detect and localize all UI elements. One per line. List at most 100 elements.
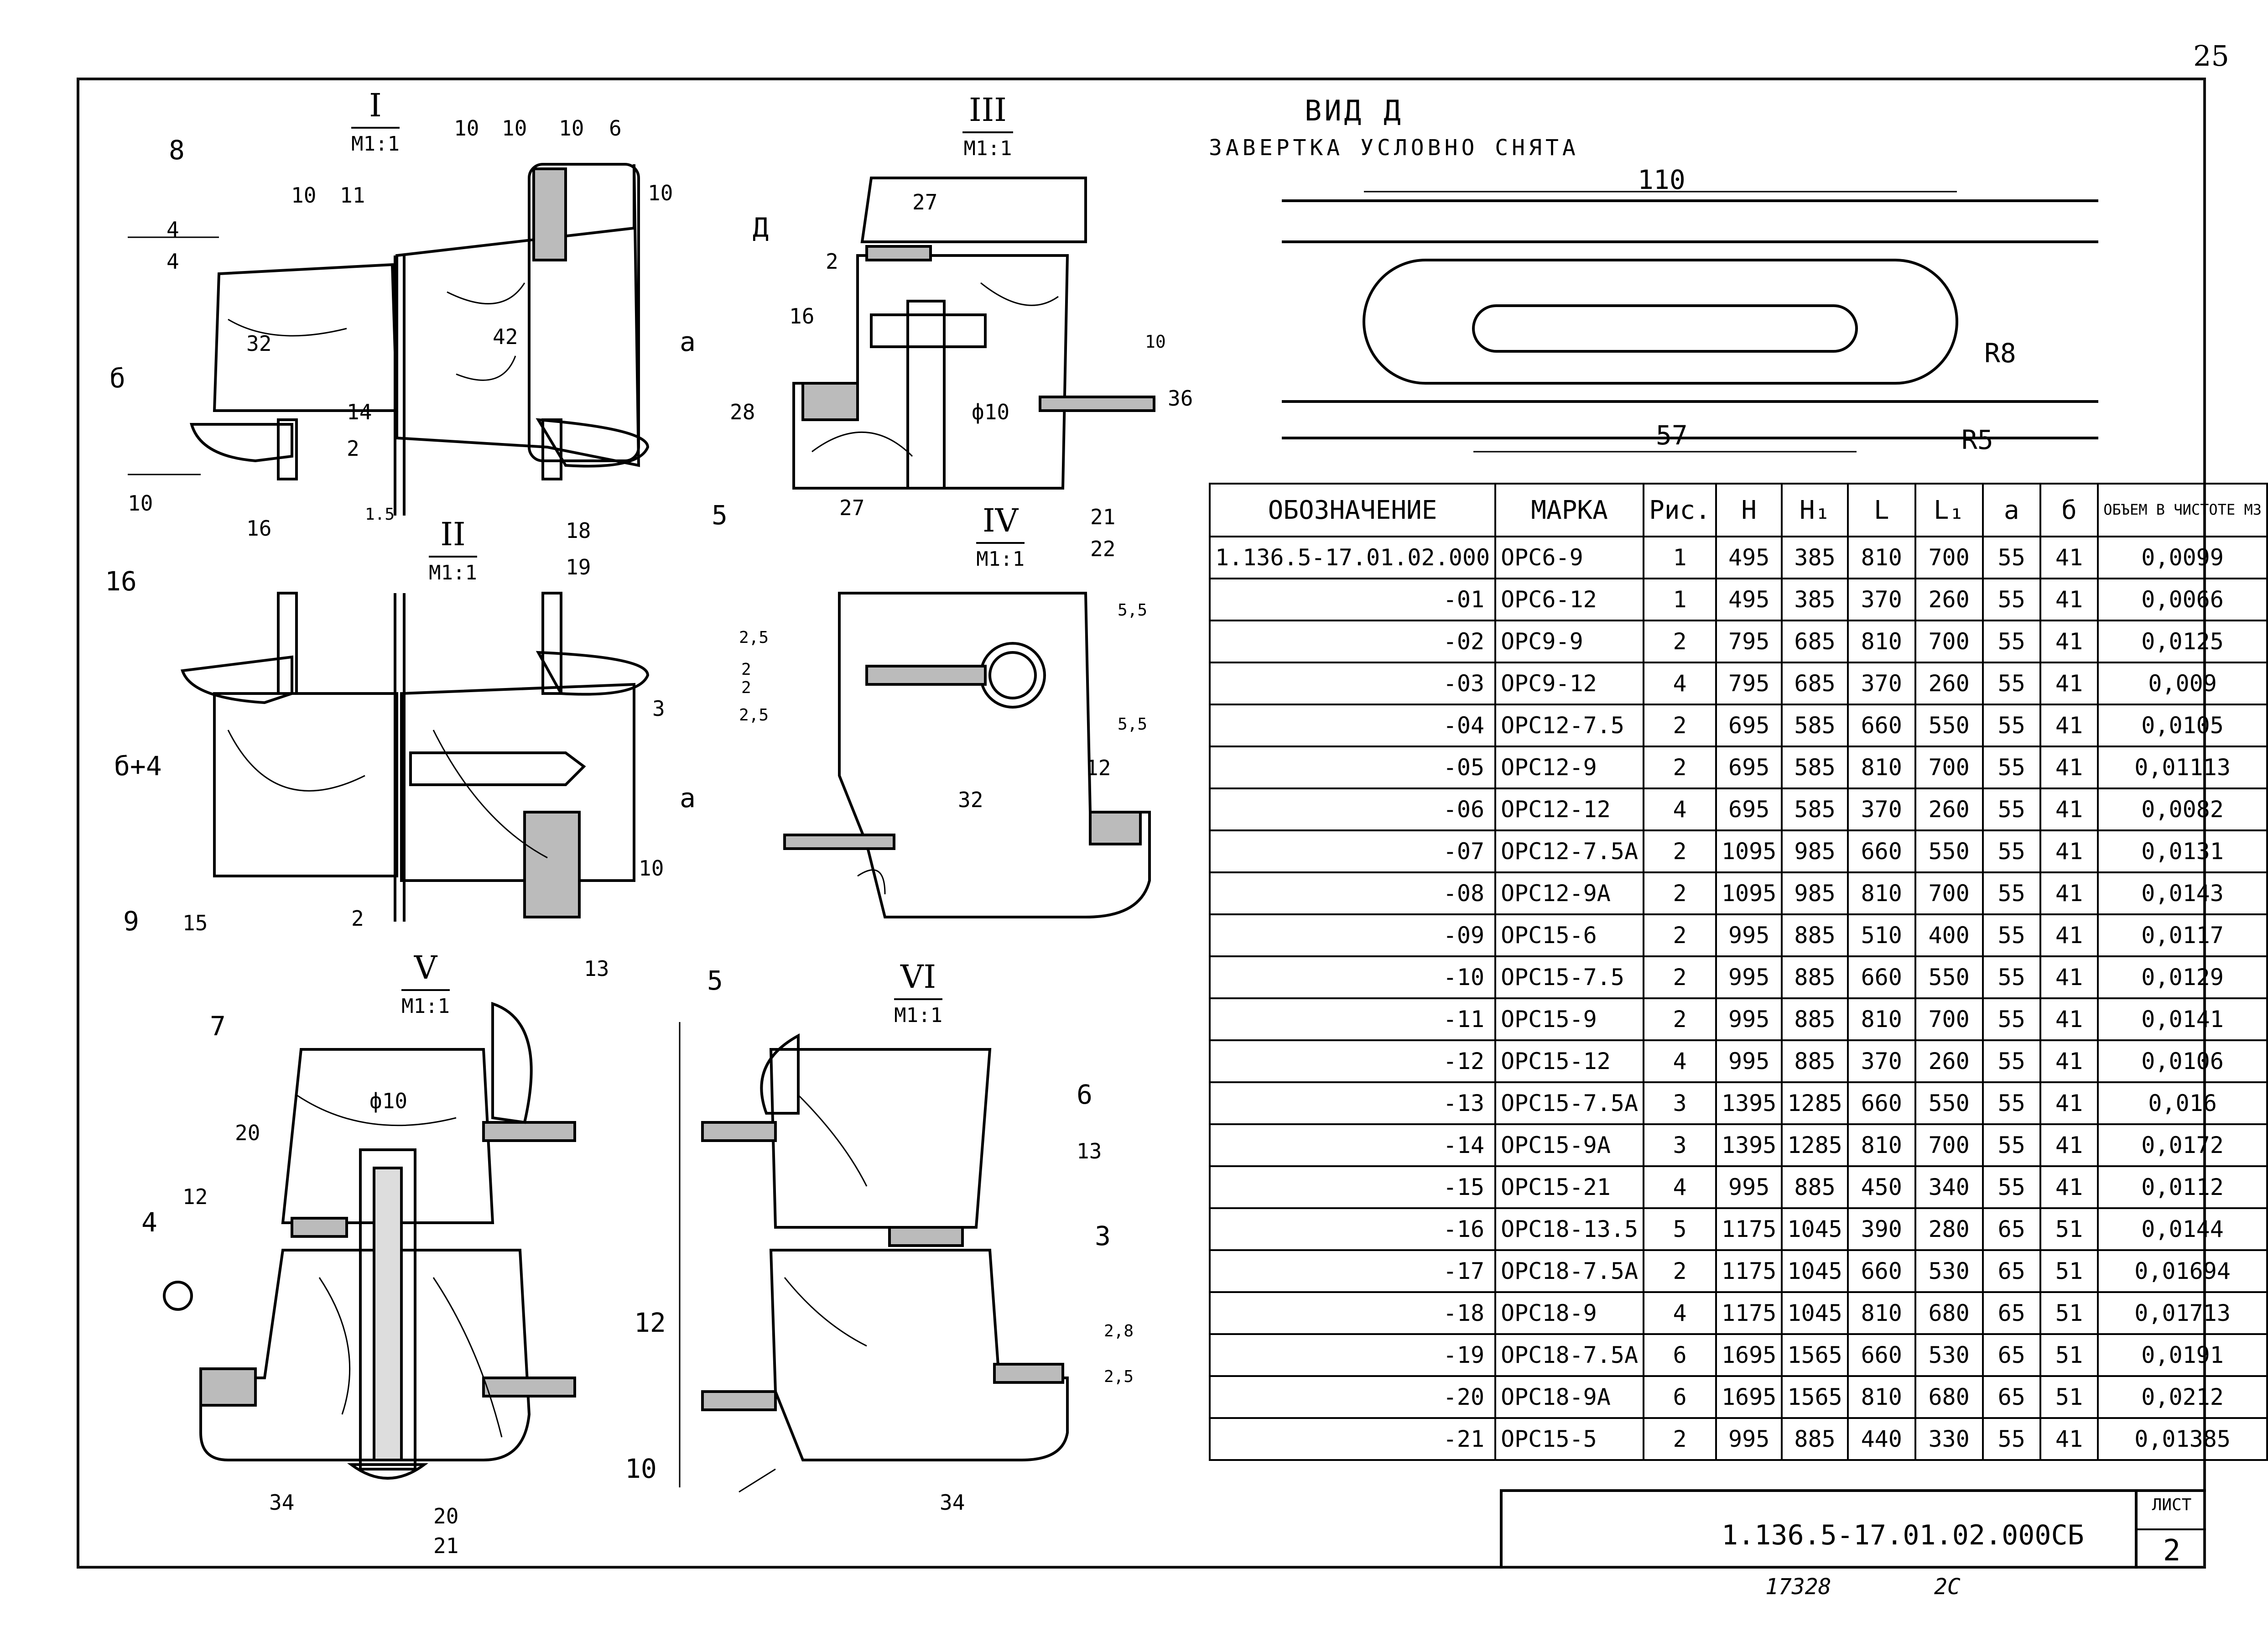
table-cell: 585 [1781, 746, 1849, 789]
part-callout: 10 [625, 1453, 657, 1484]
table-cell: -06 [1208, 787, 1497, 831]
dim-label: 4 [166, 217, 179, 242]
table-cell: -13 [1208, 1081, 1497, 1125]
table-cell: 41 [2039, 1039, 2099, 1083]
table-cell: 700 [1914, 871, 1984, 915]
table-cell: 370 [1847, 1039, 1916, 1083]
table-cell: 2 [1643, 1417, 1717, 1461]
table-cell: 2 [1643, 829, 1717, 873]
table-cell: 530 [1914, 1249, 1984, 1293]
table-cell: -01 [1208, 578, 1497, 621]
table-cell: ОРС6-12 [1494, 578, 1645, 621]
table-cell: 1695 [1715, 1333, 1783, 1377]
table-cell: 995 [1715, 913, 1783, 957]
part-callout: 4 [141, 1207, 157, 1238]
table-cell: 0,0125 [2097, 620, 2268, 663]
view-a-arrow-label: Д [753, 212, 769, 243]
table-cell: 550 [1914, 829, 1984, 873]
table-cell: 700 [1914, 997, 1984, 1041]
table-cell: 885 [1781, 1039, 1849, 1083]
table-cell: 280 [1914, 1207, 1984, 1251]
table-cell: 995 [1715, 1165, 1783, 1209]
table-cell: 660 [1847, 829, 1916, 873]
sheet-label: ЛИСТ [2152, 1496, 2192, 1514]
table-cell: 1095 [1715, 829, 1783, 873]
table-cell: 4 [1643, 662, 1717, 705]
table-cell: -19 [1208, 1333, 1497, 1377]
table-cell: 55 [1982, 536, 2041, 579]
table-cell: 1.136.5-17.01.02.000 [1208, 536, 1497, 579]
table-cell: 55 [1982, 871, 2041, 915]
table-cell: 3 [1643, 1123, 1717, 1167]
table-cell: 985 [1781, 829, 1849, 873]
table-cell: 0,01385 [2097, 1417, 2268, 1461]
table-cell: 660 [1847, 1333, 1916, 1377]
table-cell: 700 [1914, 620, 1984, 663]
table-cell: 795 [1715, 662, 1783, 705]
part-callout: 6 [1077, 1079, 1092, 1110]
dim-label: 2,5 [739, 628, 769, 647]
table-cell: 550 [1914, 1081, 1984, 1125]
table-cell: 41 [2039, 913, 2099, 957]
table-cell: 1395 [1715, 1081, 1783, 1125]
table-cell: 680 [1914, 1291, 1984, 1335]
table-cell: 1285 [1781, 1123, 1849, 1167]
table-cell: ОРС15-6 [1494, 913, 1645, 957]
table-cell: 4 [1643, 1291, 1717, 1335]
table-cell: 65 [1982, 1375, 2041, 1419]
dim-label: 2,5 [1104, 1367, 1134, 1386]
dim-label: 36 [1168, 386, 1193, 411]
table-cell: 0,0106 [2097, 1039, 2268, 1083]
table-cell: 0,0191 [2097, 1333, 2268, 1377]
table-cell: 680 [1914, 1375, 1984, 1419]
table-cell: 885 [1781, 955, 1849, 999]
table-cell: 0,0131 [2097, 829, 2268, 873]
table-cell: ОРС18-7.5А [1494, 1333, 1645, 1377]
part-callout: 16 [105, 566, 137, 597]
table-cell: 400 [1914, 913, 1984, 957]
view-a-title: ВИД Д [1305, 94, 1404, 127]
table-cell: 1045 [1781, 1291, 1849, 1335]
table-cell: 2 [1643, 746, 1717, 789]
section-iii-drawing [792, 177, 1155, 490]
table-cell: 700 [1914, 1123, 1984, 1167]
table-cell: 810 [1847, 1123, 1916, 1167]
table-cell: -02 [1208, 620, 1497, 663]
table-cell: ОРС15-5 [1494, 1417, 1645, 1461]
table-cell: 885 [1781, 913, 1849, 957]
table-cell: 1285 [1781, 1081, 1849, 1125]
spec-table: ОБОЗНАЧЕНИЕ МАРКА Рис. Н Н₁ L L₁ а б ОБЪ… [1208, 483, 2268, 1461]
table-cell: 2 [1643, 997, 1717, 1041]
dim-label: 28 [730, 400, 755, 424]
table-cell: -12 [1208, 1039, 1497, 1083]
col-header: Н₁ [1781, 483, 1849, 537]
table-cell: 260 [1914, 787, 1984, 831]
inventory-number: 17328 [1765, 1574, 1831, 1600]
table-cell: 1045 [1781, 1207, 1849, 1251]
dim-label: 2,5 [739, 706, 769, 725]
table-cell: 700 [1914, 536, 1984, 579]
table-cell: ОРС12-12 [1494, 787, 1645, 831]
table-cell: 41 [2039, 1081, 2099, 1125]
table-cell: 0,01713 [2097, 1291, 2268, 1335]
table-cell: 985 [1781, 871, 1849, 915]
title-block: 1.136.5-17.01.02.000СБ ЛИСТ 2 [1500, 1489, 2206, 1569]
table-cell: -17 [1208, 1249, 1497, 1293]
table-cell: -09 [1208, 913, 1497, 957]
table-cell: ОРС15-7.5 [1494, 955, 1645, 999]
table-cell: ОРС18-13.5 [1494, 1207, 1645, 1251]
table-cell: 41 [2039, 1417, 2099, 1461]
view-a-subtitle: ЗАВЕРТКА УСЛОВНО СНЯТА [1209, 135, 1579, 161]
section-v-drawing [163, 1001, 576, 1480]
table-cell: 65 [1982, 1249, 2041, 1293]
dim-label: 34 [269, 1490, 295, 1515]
table-cell: 810 [1847, 871, 1916, 915]
table-cell: 1095 [1715, 871, 1783, 915]
